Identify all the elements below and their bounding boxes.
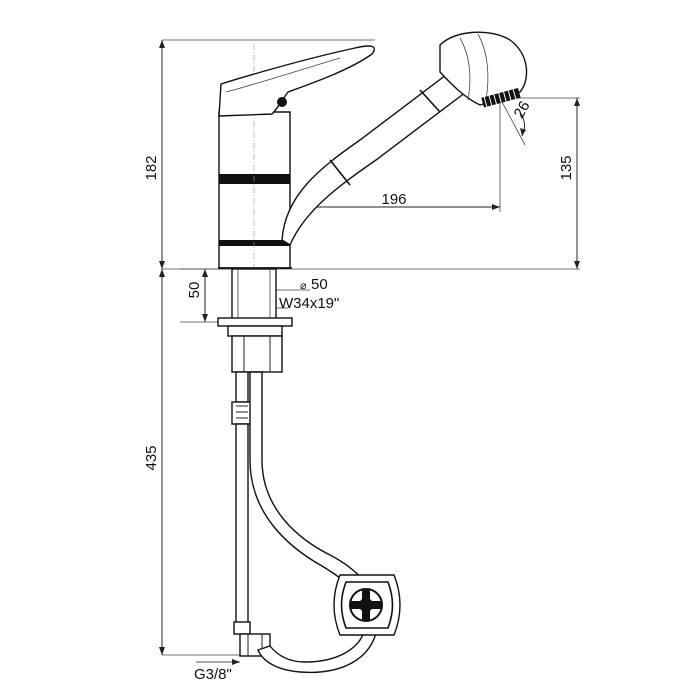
dimension-196-label: 196 [381, 191, 406, 208]
mounting-hardware [217, 267, 293, 373]
supply-hose [231, 371, 271, 657]
spout-joint-line-2 [419, 89, 441, 113]
pull-out-spout [281, 71, 467, 247]
dimension-135: 135 [500, 97, 580, 269]
dimension-435: 435 [143, 269, 240, 656]
diameter-symbol: ⌀ [300, 280, 307, 292]
dimension-diameter-50: ⌀ 50 [275, 276, 328, 293]
thread-label: W34x19" [279, 295, 339, 312]
thread-spec: W34x19" [275, 295, 339, 312]
dimension-435-label: 435 [143, 445, 160, 470]
lever-handle [218, 45, 375, 117]
hose-counterweight [333, 574, 401, 636]
dimension-182-label: 182 [143, 155, 160, 180]
dimension-26: 26 [499, 97, 534, 146]
body-band-upper [219, 174, 290, 184]
dimension-26-label: 26 [511, 98, 534, 121]
pull-out-hose-loop [249, 371, 379, 674]
dimension-50: 50 [180, 268, 232, 323]
dimension-50-label: 50 [186, 282, 203, 299]
dimension-135-label: 135 [558, 155, 575, 180]
spout-joint-line [329, 159, 351, 186]
dimension-diameter-label: 50 [311, 276, 328, 293]
lever-pivot [277, 97, 287, 107]
body-band-lower [219, 240, 290, 246]
connection-label: G3/8" [194, 666, 232, 683]
spray-head [439, 31, 528, 108]
